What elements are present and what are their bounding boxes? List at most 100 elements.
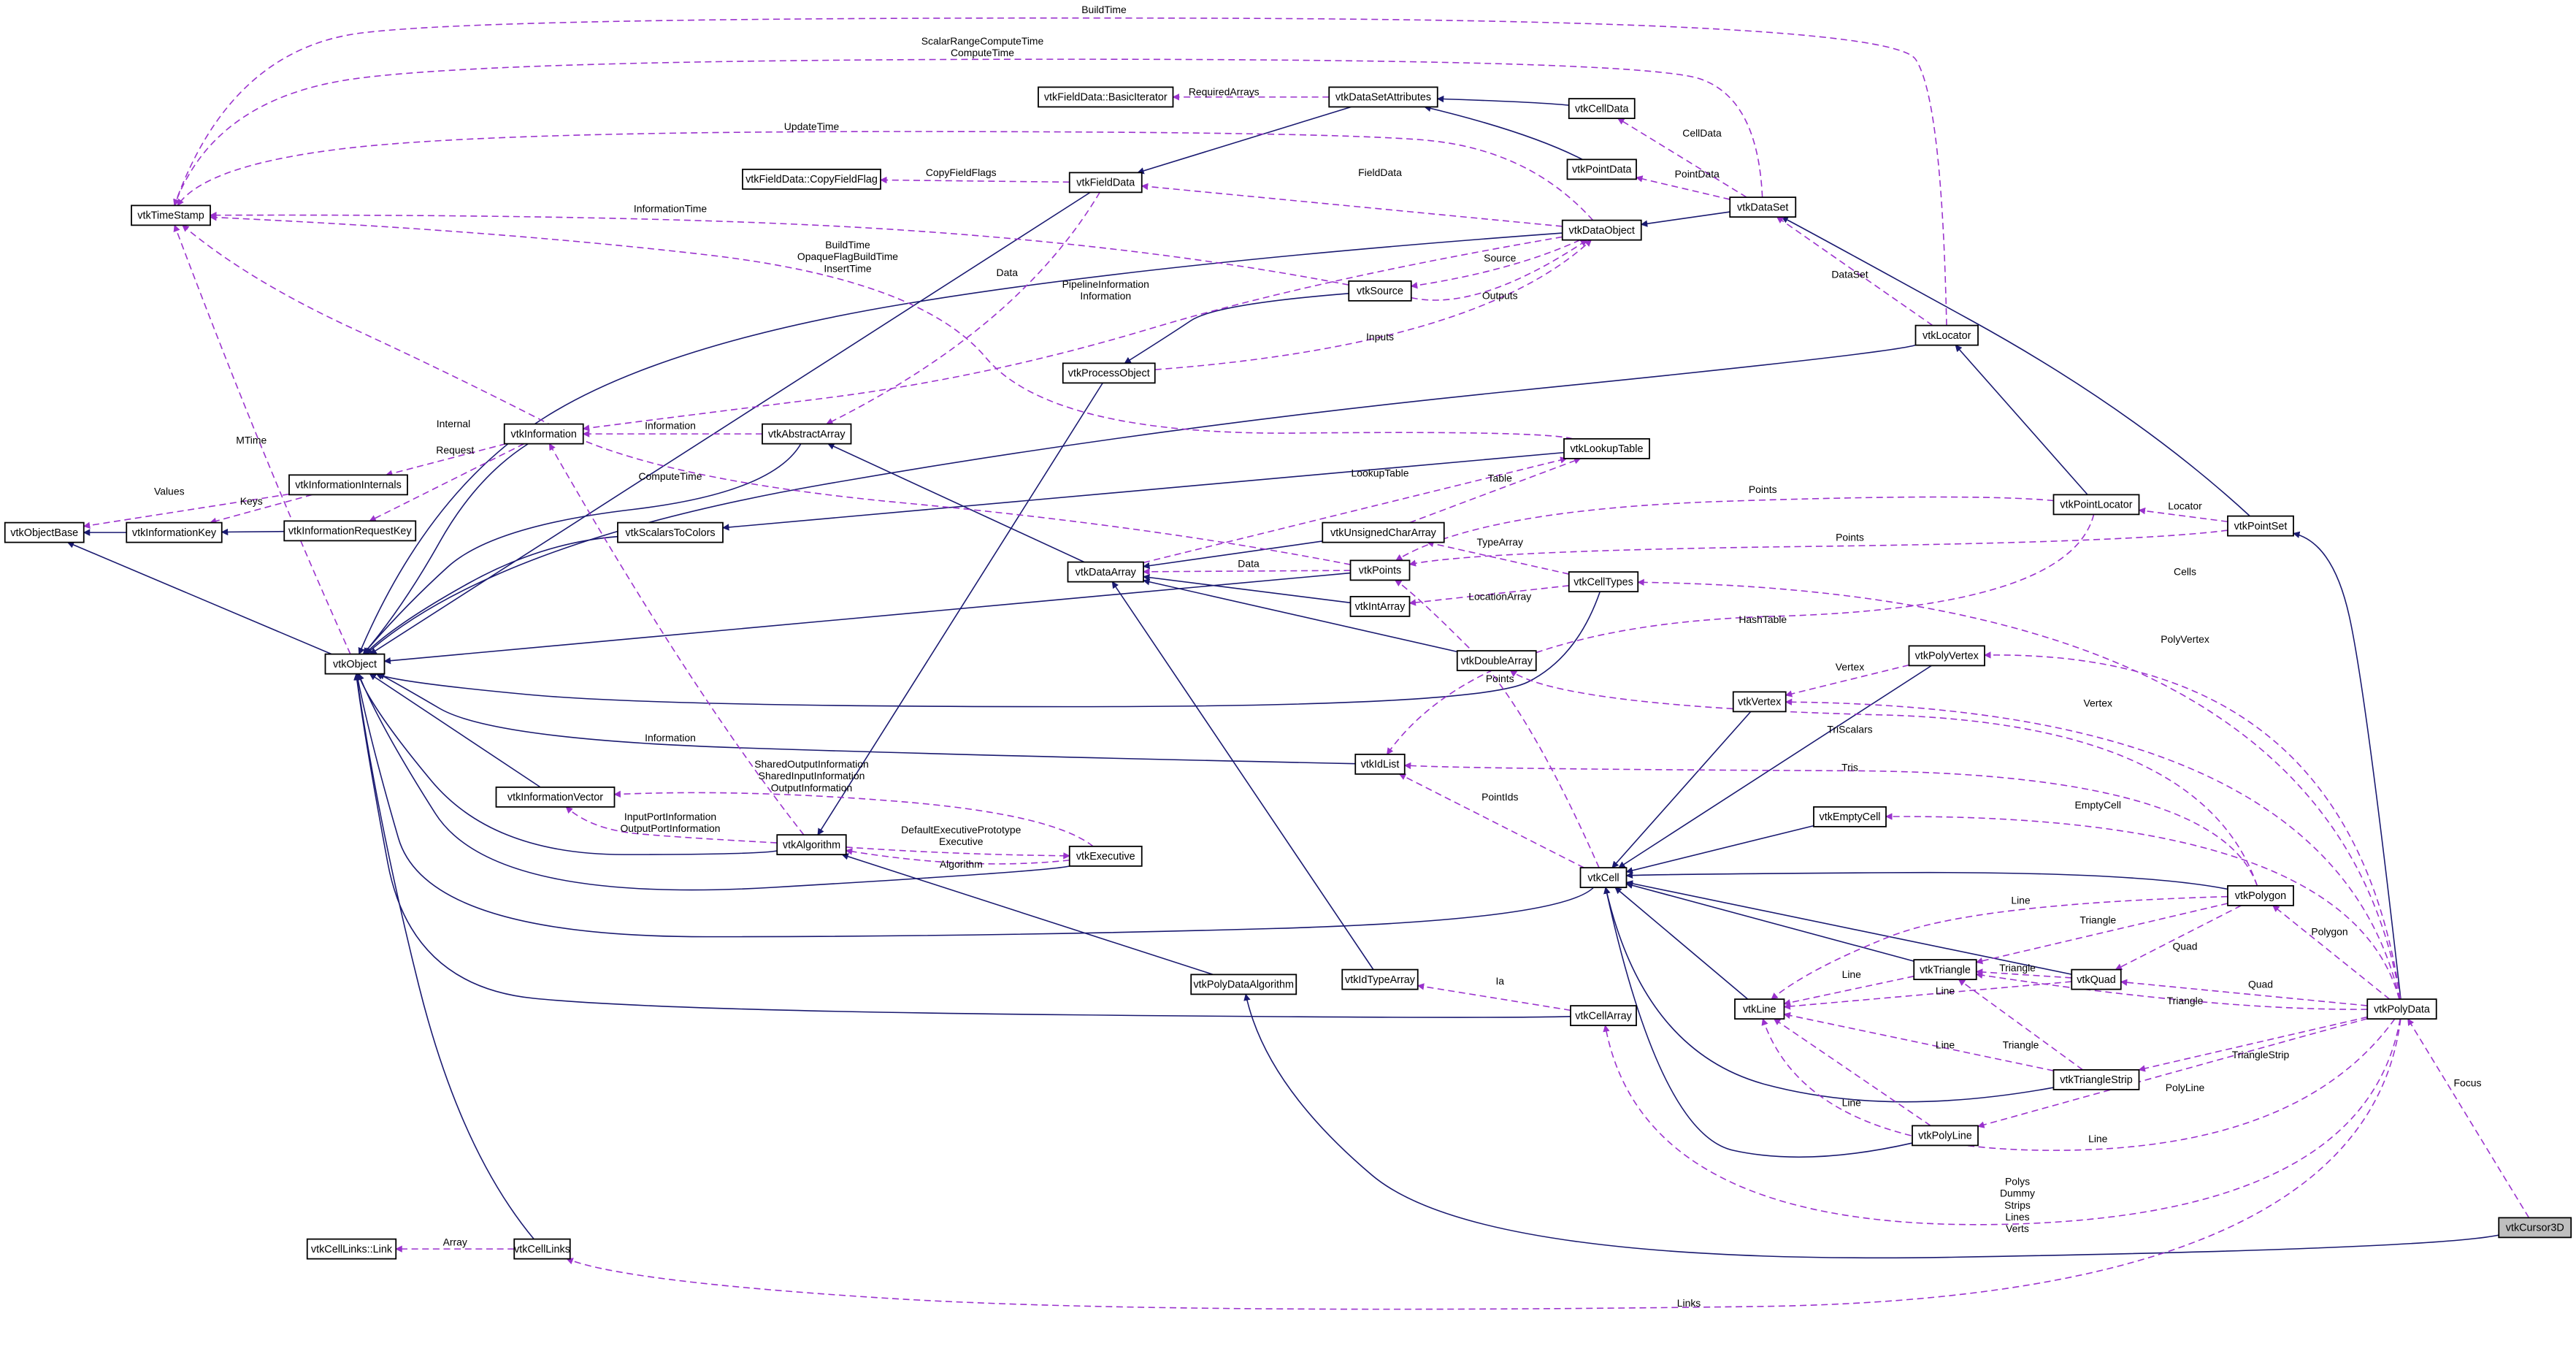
class-box bbox=[2498, 1217, 2572, 1239]
edge-label-line: Triangle bbox=[2167, 995, 2204, 1006]
class-node-vtkprocessobject[interactable]: vtkProcessObject bbox=[1062, 362, 1156, 384]
edge-vtkdataobject-to-vtkfielddata bbox=[1141, 183, 1563, 227]
class-box bbox=[1913, 959, 1977, 981]
class-node-vtktriangle[interactable]: vtkTriangle bbox=[1913, 959, 1977, 981]
edge-label-line: InsertTime bbox=[824, 262, 872, 274]
class-node-vtksource[interactable]: vtkSource bbox=[1348, 280, 1412, 302]
class-node-vtkcelldata[interactable]: vtkCellData bbox=[1568, 98, 1636, 120]
class-node-vtkinformationinternals[interactable]: vtkInformationInternals bbox=[288, 474, 408, 496]
class-box bbox=[1328, 86, 1438, 108]
class-node-vtklookuptable[interactable]: vtkLookupTable bbox=[1563, 437, 1650, 459]
class-name: vtkUnsignedCharArray bbox=[1330, 527, 1437, 539]
edge-vtkemptycell-to-vtkcell bbox=[1625, 825, 1814, 874]
class-name: vtkCellData bbox=[1575, 103, 1629, 115]
edge-label-line: Data bbox=[1238, 557, 1260, 569]
class-node-vtkinformationkey[interactable]: vtkInformationKey bbox=[126, 521, 223, 543]
edge-vtkpolydata-to-vtkquad bbox=[2120, 979, 2368, 1006]
class-node-vtkidtypearray[interactable]: vtkIdTypeArray bbox=[1341, 968, 1419, 990]
class-node-vtkvertex[interactable]: vtkVertex bbox=[1732, 691, 1787, 713]
class-node-vtkcellarray[interactable]: vtkCellArray bbox=[1570, 1005, 1637, 1027]
class-node-vtkalgorithm[interactable]: vtkAlgorithm bbox=[776, 834, 847, 856]
class-node-vtkidlist[interactable]: vtkIdList bbox=[1354, 753, 1406, 775]
class-name: vtkObject bbox=[333, 659, 377, 670]
class-node-vtkintarray[interactable]: vtkIntArray bbox=[1349, 595, 1411, 617]
class-node-vtkpolygon[interactable]: vtkPolygon bbox=[2227, 884, 2294, 906]
class-node-vtktrianglestrip[interactable]: vtkTriangleStrip bbox=[2052, 1068, 2140, 1090]
class-node-vtkobjectbase[interactable]: vtkObjectBase bbox=[4, 521, 85, 543]
class-node-vtkfielddata[interactable]: vtkFieldData bbox=[1068, 172, 1143, 194]
class-box bbox=[1579, 867, 1628, 889]
class-node-vtkpointlocator[interactable]: vtkPointLocator bbox=[2052, 494, 2140, 516]
edge-vtkdataobject-to-vtkobject bbox=[358, 232, 1563, 655]
class-node-vtkpointset[interactable]: vtkPointSet bbox=[2227, 515, 2294, 537]
edge-vtktriangle-to-vtkline bbox=[1783, 975, 1914, 1006]
edge-vtkalgorithm-to-vtkobject bbox=[356, 673, 778, 855]
edge-label: Line bbox=[1936, 984, 1955, 996]
class-node-vtkobject[interactable]: vtkObject bbox=[324, 653, 386, 675]
class-node-vtklocator[interactable]: vtkLocator bbox=[1914, 324, 1979, 346]
class-node-vtkpolyvertex[interactable]: vtkPolyVertex bbox=[1908, 645, 1985, 667]
class-node-vtkcelllinks-link[interactable]: vtkCellLinks::Link bbox=[306, 1238, 397, 1260]
edge-vtkquad-to-vtktriangle bbox=[1975, 968, 2072, 979]
class-node-vtkline[interactable]: vtkLine bbox=[1734, 998, 1785, 1020]
edge-label: DataSet bbox=[1831, 268, 1868, 280]
edge-label: Data bbox=[1238, 557, 1260, 569]
edge-label-line: Locator bbox=[2168, 500, 2202, 512]
edge-vtkpolyline-to-vtkline bbox=[1773, 1018, 1931, 1127]
edge-vtkalgorithm-to-vtkinformationvector bbox=[565, 806, 778, 844]
edge-label-line: PipelineInformation bbox=[1062, 278, 1149, 290]
class-node-vtktimestamp[interactable]: vtkTimeStamp bbox=[131, 204, 211, 226]
class-node-vtkfielddata-copyfieldflag[interactable]: vtkFieldData::CopyFieldFlag bbox=[742, 168, 881, 190]
class-node-vtkfielddata-basiciterator[interactable]: vtkFieldData::BasicIterator bbox=[1038, 86, 1174, 108]
class-node-vtkinformationvector[interactable]: vtkInformationVector bbox=[495, 786, 616, 808]
edge-vtkpolygon-to-vtkcell bbox=[1625, 871, 2228, 890]
class-node-vtkdataobject[interactable]: vtkDataObject bbox=[1561, 219, 1642, 241]
class-node-vtkquad[interactable]: vtkQuad bbox=[2071, 968, 2122, 990]
class-box bbox=[131, 204, 211, 226]
class-node-vtkscalarstocolors[interactable]: vtkScalarsToColors bbox=[617, 521, 724, 543]
class-name: vtkPolygon bbox=[2235, 890, 2286, 902]
class-node-vtkabstractarray[interactable]: vtkAbstractArray bbox=[762, 423, 852, 445]
edge-label-line: Verts bbox=[2006, 1223, 2029, 1234]
class-node-vtkdatasetattributes[interactable]: vtkDataSetAttributes bbox=[1328, 86, 1438, 108]
class-box bbox=[1734, 998, 1785, 1020]
class-node-vtkunsignedchararray[interactable]: vtkUnsignedCharArray bbox=[1322, 521, 1445, 543]
edge-vtkidtypearray-to-vtkdataarray bbox=[1111, 581, 1374, 971]
edge-vtkpolygon-to-vtkdoublearray bbox=[1509, 670, 2258, 887]
class-node-vtkpoints[interactable]: vtkPoints bbox=[1349, 559, 1411, 581]
edge-label-line: Quad bbox=[2248, 978, 2273, 990]
class-node-vtkpolydata[interactable]: vtkPolyData bbox=[2366, 998, 2437, 1020]
class-node-vtkpolydataalgorithm[interactable]: vtkPolyDataAlgorithm bbox=[1190, 974, 1297, 995]
edge-vtkcellarray-to-vtkidtypearray bbox=[1417, 983, 1571, 1012]
class-name: vtkTriangleStrip bbox=[2060, 1074, 2132, 1086]
class-node-vtkcell[interactable]: vtkCell bbox=[1579, 867, 1628, 889]
edge-label-line: SharedInputInformation bbox=[759, 770, 865, 781]
class-name: vtkPointData bbox=[1572, 164, 1632, 176]
class-node-vtkdataset[interactable]: vtkDataSet bbox=[1729, 196, 1797, 218]
class-box bbox=[1341, 968, 1419, 990]
edge-vtkscalarstocolors-to-vtkobject bbox=[364, 535, 618, 655]
class-node-vtkinformationrequestkey[interactable]: vtkInformationRequestKey bbox=[283, 520, 417, 542]
edge-label: Line bbox=[2088, 1133, 2108, 1144]
class-box bbox=[1570, 1005, 1637, 1027]
edge-vtkpolydata-to-vtkline bbox=[1761, 1018, 2396, 1151]
class-box bbox=[2071, 968, 2122, 990]
class-node-vtkdataarray[interactable]: vtkDataArray bbox=[1067, 561, 1144, 583]
class-box bbox=[288, 474, 408, 496]
edge-label: Line bbox=[2011, 895, 2031, 906]
class-box bbox=[1813, 806, 1887, 827]
class-node-vtkpointdata[interactable]: vtkPointData bbox=[1566, 158, 1637, 180]
class-node-vtkdoublearray[interactable]: vtkDoubleArray bbox=[1456, 650, 1537, 672]
edge-vtkinformationinternals-to-vtkinformationkey bbox=[209, 494, 313, 524]
edge-label-line: Polygon bbox=[2311, 925, 2347, 937]
class-node-vtkpolyline[interactable]: vtkPolyLine bbox=[1912, 1125, 1979, 1147]
class-node-vtkemptycell[interactable]: vtkEmptyCell bbox=[1813, 806, 1887, 827]
class-node-vtkcelltypes[interactable]: vtkCellTypes bbox=[1568, 571, 1639, 593]
class-node-vtkcelllinks[interactable]: vtkCellLinks bbox=[513, 1238, 571, 1260]
class-node-vtkinformation[interactable]: vtkInformation bbox=[503, 423, 584, 445]
edge-label: UpdateTime bbox=[784, 121, 840, 132]
class-name: vtkCellLinks::Link bbox=[311, 1244, 393, 1255]
class-node-vtkexecutive[interactable]: vtkExecutive bbox=[1068, 845, 1143, 867]
